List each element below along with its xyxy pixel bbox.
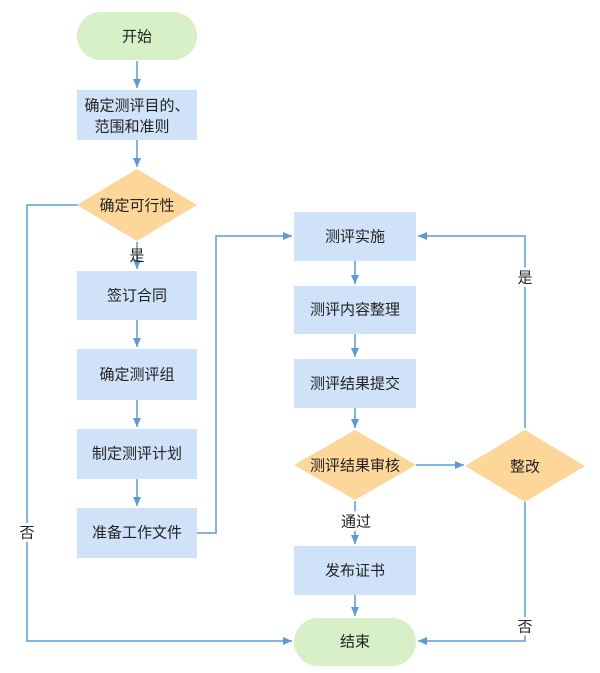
form-team-node: 确定测评组 [77,349,197,400]
implement-node: 测评实施 [294,212,416,261]
submit-results-label: 测评结果提交 [310,375,400,393]
connectors [26,61,526,645]
make-plan-node: 制定测评计划 [77,429,197,479]
feasibility-label: 确定可行性 [99,197,174,215]
rectify-no-label: 否 [517,618,532,636]
define-scope-node: 确定测评目的、 范围和准则 [77,90,197,140]
feasibility-decision: 确定可行性 [77,169,197,241]
arrow-prepare-to-implement [196,232,292,534]
issue-certificate-node: 发布证书 [294,546,416,595]
sign-contract-label: 签订合同 [107,287,167,305]
implement-label: 测评实施 [325,228,385,246]
prepare-docs-label: 准备工作文件 [92,524,182,542]
end-label: 结束 [340,633,370,651]
define-scope-label-line1: 确定测评目的、 [84,97,189,115]
organize-content-label: 测评内容整理 [310,301,400,319]
feasibility-yes-label: 是 [129,247,144,265]
rectify-label: 整改 [510,458,540,476]
form-team-label: 确定测评组 [99,366,174,384]
start-label: 开始 [122,28,152,46]
arrow-rectify-yes [418,232,526,428]
sign-contract-node: 签订合同 [77,271,197,320]
review-label: 测评结果审核 [310,457,400,475]
organize-content-node: 测评内容整理 [294,286,416,334]
review-pass-label: 通过 [341,513,371,531]
rectify-yes-label: 是 [517,269,532,287]
make-plan-label: 制定测评计划 [92,445,182,463]
feasibility-no-label: 否 [19,524,34,542]
define-scope-label-line2: 范围和准则 [94,118,169,136]
arrow-rectify-no [418,502,526,645]
rectify-decision: 整改 [465,430,585,502]
submit-results-node: 测评结果提交 [294,359,416,408]
prepare-docs-node: 准备工作文件 [77,508,197,558]
start-node: 开始 [77,12,197,60]
issue-certificate-label: 发布证书 [325,562,385,580]
review-decision: 测评结果审核 [294,430,416,500]
end-node: 结束 [294,618,416,666]
arrow-feasibility-no [26,204,292,645]
